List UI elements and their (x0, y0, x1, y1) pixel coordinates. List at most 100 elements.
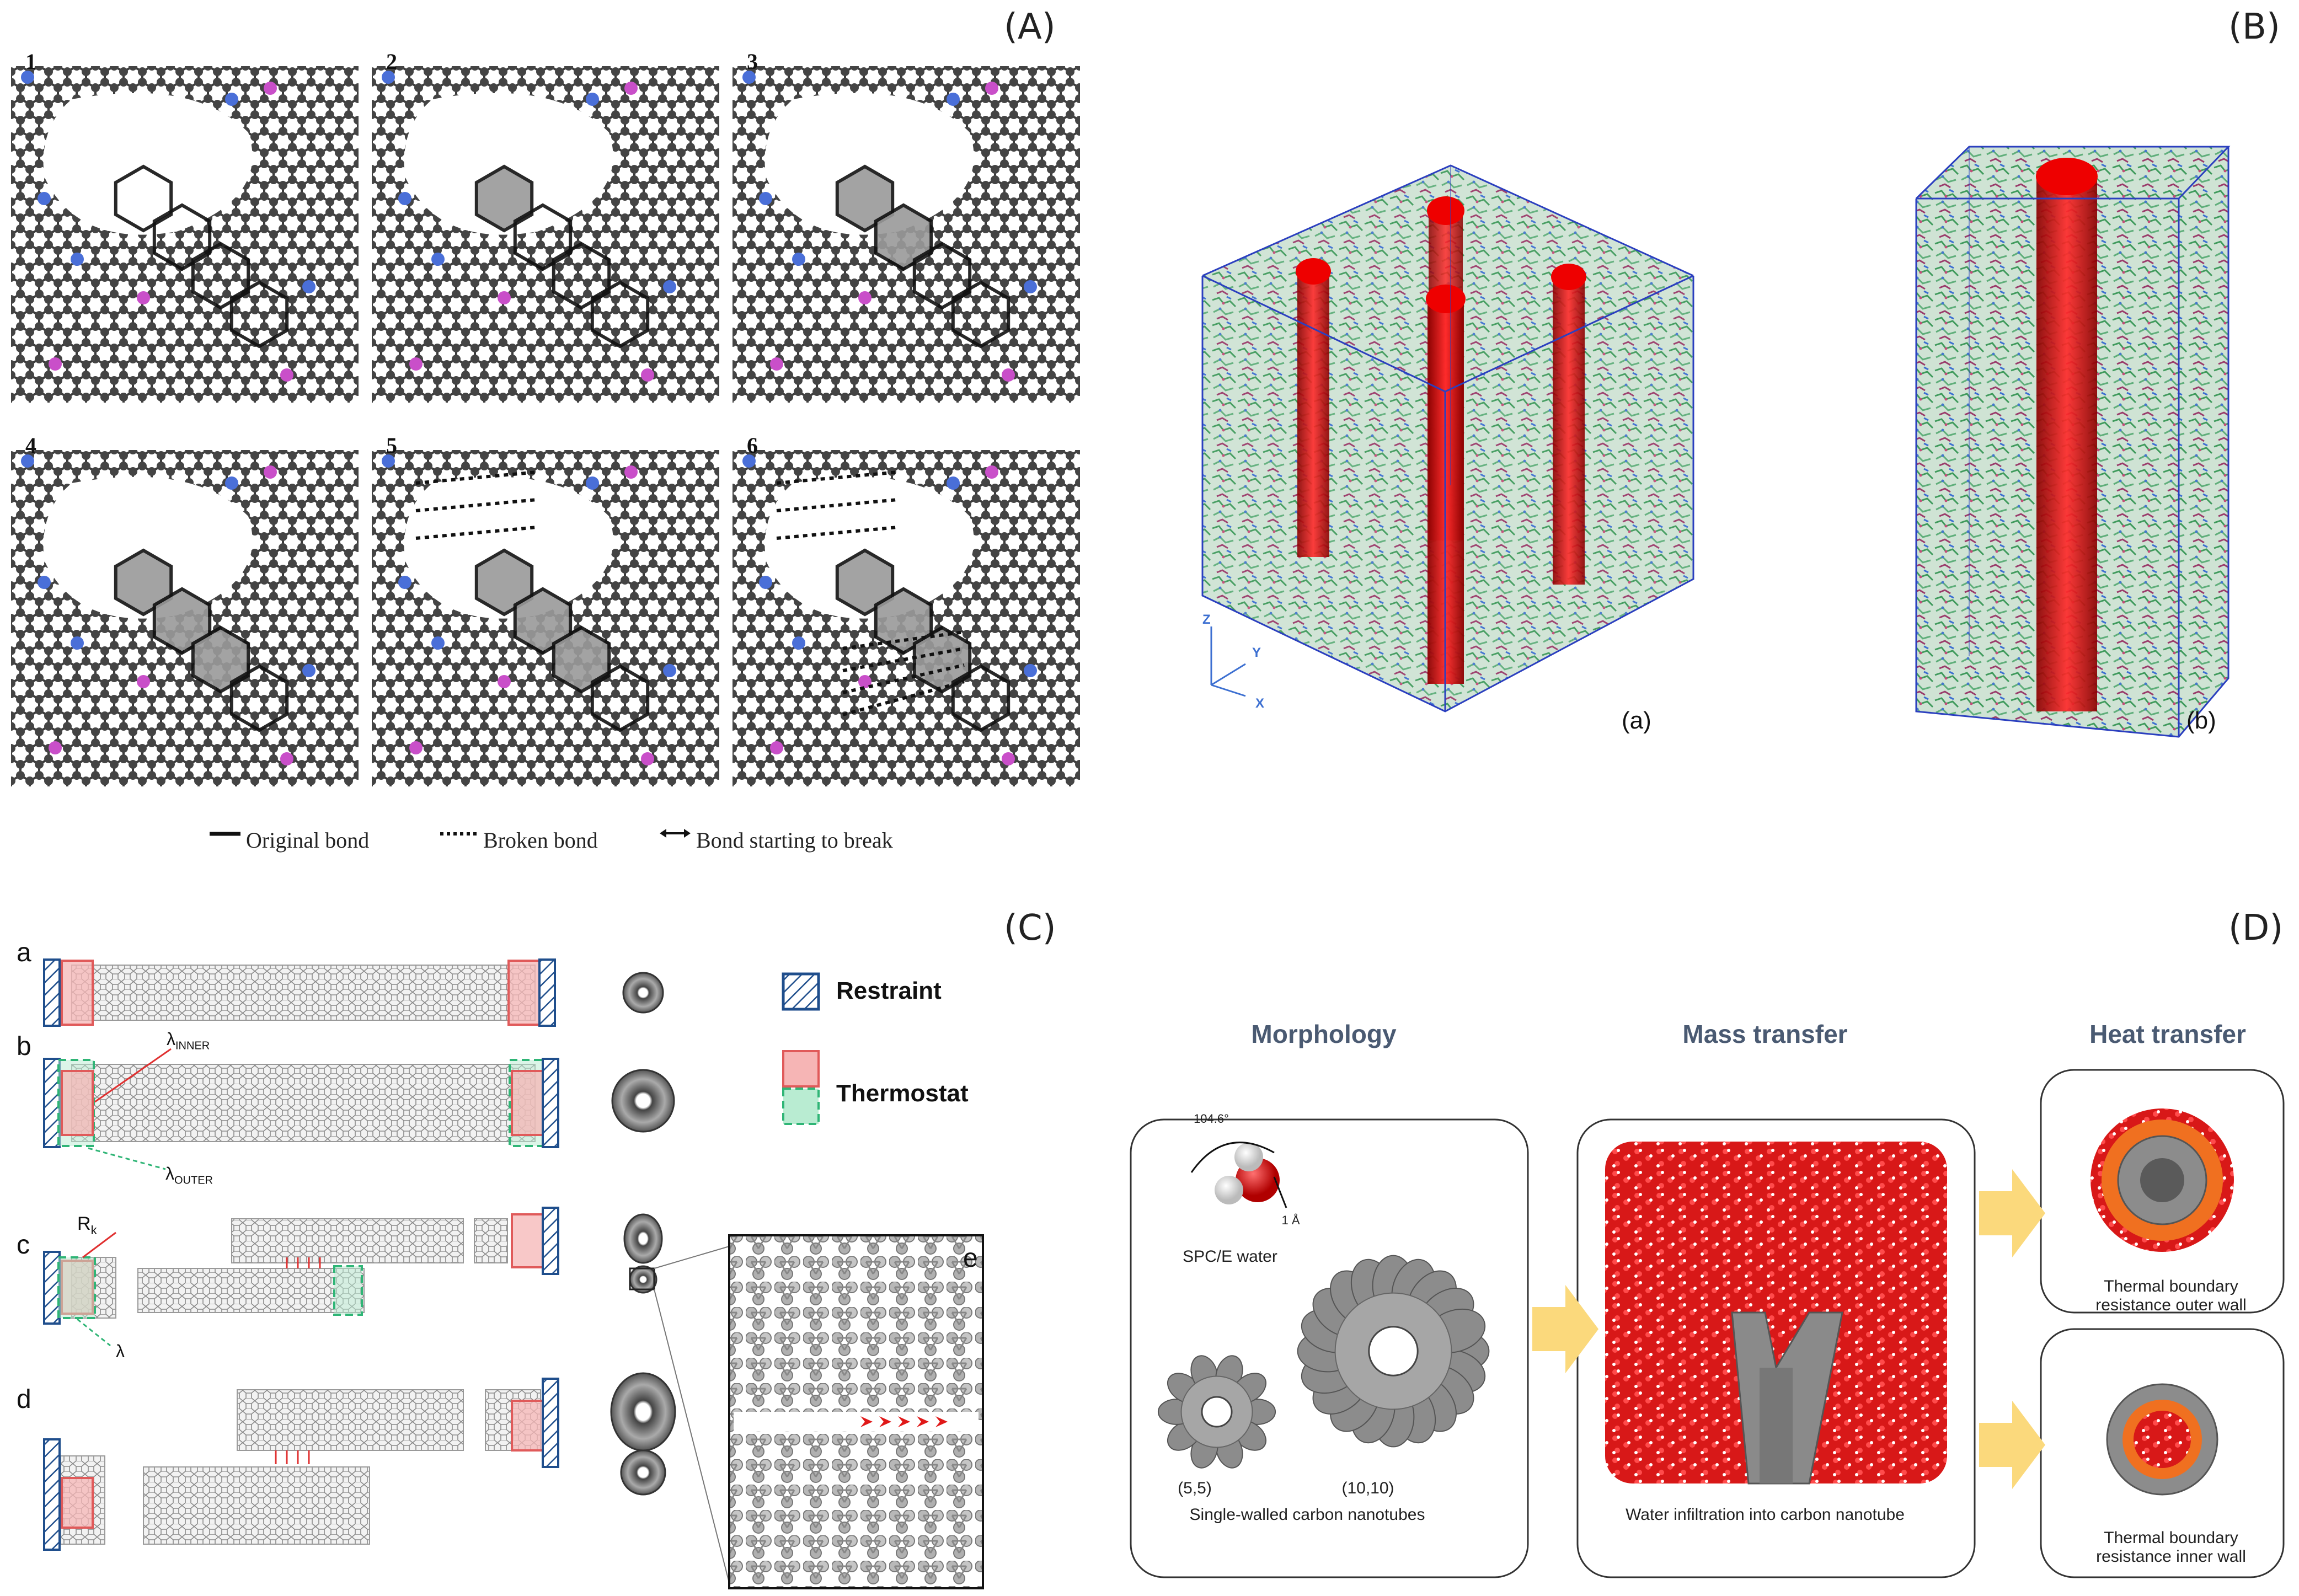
legend-broken-bond: Broken bond (483, 828, 598, 853)
force-arrow (860, 1416, 873, 1427)
axis-label-y: Y (1252, 645, 1261, 660)
rk-label: Rk (77, 1213, 97, 1237)
water-bond-length: 1 Å (1281, 1213, 1300, 1227)
water-label: SPC/E water (1183, 1247, 1277, 1266)
broken-bond (842, 630, 965, 650)
flow-arrow-inner (1979, 1401, 2045, 1489)
functional-group-atom (759, 192, 772, 205)
sub-label-a: (a) (1622, 707, 1651, 734)
cnt-5-5 (1157, 1355, 1276, 1469)
functional-group-atom (1024, 280, 1037, 293)
broken-bond (842, 680, 965, 716)
tile-number-6: 6 (747, 433, 758, 458)
panel-d-letter: (D) (2228, 908, 2284, 949)
cnt-row-a (71, 965, 536, 1021)
highlighted-hexagon (229, 664, 289, 732)
force-arrow (935, 1416, 948, 1427)
rk-pointer (82, 1231, 116, 1258)
lambda-inner-pointer (94, 1048, 172, 1103)
functional-group-atom (409, 741, 423, 754)
flow-arrow-morphology (1532, 1285, 1598, 1373)
functional-group-atom (1002, 368, 1015, 382)
outer-cnt-core (2140, 1158, 2184, 1202)
row-label-d: d (17, 1385, 31, 1414)
functional-group-atom (302, 280, 316, 293)
broken-bond (776, 498, 899, 512)
functional-group-atom (225, 476, 238, 490)
functional-group-atom (382, 454, 395, 468)
highlighted-hexagon (513, 203, 573, 271)
cnt-end-view-c-outer (623, 1213, 663, 1264)
highlighted-hexagon (114, 164, 173, 233)
legend-thermostat: Thermostat (836, 1080, 969, 1107)
zoom-box (629, 1267, 655, 1290)
tile-number-4: 4 (25, 433, 36, 458)
tile-2 (372, 66, 719, 403)
functional-group-atom (21, 454, 34, 468)
hydrogen-atom (1215, 1176, 1243, 1204)
functional-group-atom (498, 291, 511, 304)
legend-restraint: Restraint (836, 977, 942, 1004)
legend-broken-line (440, 832, 477, 836)
cnt-label-large: (10,10) (1341, 1479, 1394, 1497)
functional-group-atom (302, 664, 316, 677)
functional-group-atom (38, 576, 51, 589)
nanotube-pullout-setups (43, 958, 984, 1589)
functional-group-atom (280, 368, 293, 382)
legend-restraint-swatch (782, 972, 820, 1011)
crack-void (764, 476, 974, 619)
functional-group-atom (586, 476, 599, 490)
axis-label-x: X (1255, 696, 1265, 711)
header-morphology: Morphology (1251, 1020, 1397, 1048)
broken-bond (415, 470, 538, 485)
cnt-row-d-inner (143, 1466, 370, 1545)
functional-group-atom (858, 675, 872, 688)
broken-bond (415, 526, 538, 540)
cnt-row-c-outer (231, 1218, 464, 1263)
functional-group-atom (858, 291, 872, 304)
functional-group-atom (382, 71, 395, 84)
functional-group-atom (498, 675, 511, 688)
crack-void (43, 476, 253, 619)
highlighted-hexagon (874, 203, 933, 271)
restraint-block (43, 1251, 61, 1325)
crack-void (764, 93, 974, 235)
functional-group-atom (225, 93, 238, 106)
force-arrow (879, 1416, 891, 1427)
cnt-row-c-outer-end (474, 1218, 508, 1263)
highlighted-hexagon (912, 625, 972, 694)
functional-group-atom (742, 454, 756, 468)
inset-gap (734, 1412, 979, 1432)
heat-mass-transfer-diagram (1130, 1069, 2285, 1578)
row-label-a: a (17, 938, 31, 967)
zoom-line-top (654, 1246, 730, 1269)
highlighted-hexagon (835, 164, 895, 233)
thermostat-region (61, 1070, 94, 1136)
cnt-core (1201, 1396, 1233, 1428)
functional-group-atom (264, 82, 277, 95)
restraint-block (542, 1207, 559, 1275)
broken-bond (415, 498, 538, 512)
crack-void (43, 93, 253, 235)
cnt-core (1368, 1326, 1419, 1377)
functional-group-atom (792, 636, 805, 650)
broken-bond (842, 647, 965, 672)
legend-thermostat-green-swatch (782, 1088, 820, 1125)
functional-group-atom (742, 71, 756, 84)
crack-void (404, 93, 613, 235)
header-heat-transfer: Heat transfer (2089, 1020, 2246, 1048)
inner-water-core (2134, 1411, 2191, 1468)
legend-original-line (210, 832, 240, 836)
highlighted-hexagon (474, 548, 534, 617)
inset-label-e: e (963, 1244, 978, 1273)
functional-group-atom (985, 82, 998, 95)
broken-bond (776, 470, 899, 485)
tile-1 (11, 66, 359, 403)
functional-group-atom (1002, 752, 1015, 765)
hydrogen-atom (1234, 1143, 1263, 1171)
crack-void (404, 476, 613, 619)
panel-a-letter: (A) (1004, 7, 1056, 47)
tile-number-2: 2 (386, 49, 397, 74)
force-arrow (917, 1416, 929, 1427)
legend-bond-starting-to-break: Bond starting to break (696, 828, 893, 853)
